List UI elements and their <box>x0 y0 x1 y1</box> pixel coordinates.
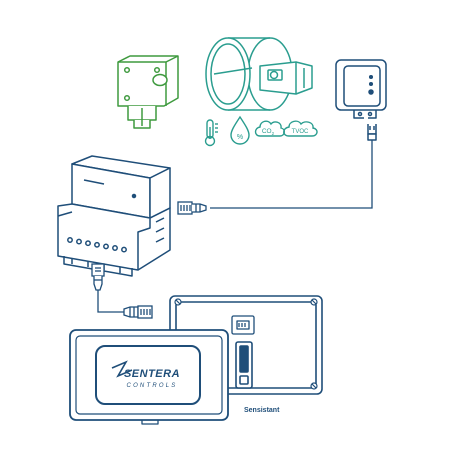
humidity-drop-icon: % <box>230 115 250 145</box>
brand-sub-text: CONTROLS <box>127 383 178 389</box>
cables <box>97 140 373 313</box>
rj45-connector-controller-right <box>177 201 207 215</box>
rj45-connector-controller-bottom <box>91 263 105 291</box>
sensistant-label: Sensistant <box>244 407 280 414</box>
tvoc-label: TVOC <box>292 129 309 135</box>
cable-controller-to-hmi <box>97 288 124 313</box>
tvoc-cloud-icon: TVOC <box>283 120 318 137</box>
din-rail-controller <box>57 155 171 277</box>
rj45-connector-hmi <box>123 305 153 319</box>
sentera-logo: SENTERA CONTROLS <box>111 360 180 389</box>
sentera-swoosh-icon <box>111 360 133 378</box>
room-sensor <box>335 59 387 141</box>
co2-cloud-icon: CO2 <box>254 120 285 137</box>
co2-label: CO2 <box>262 128 275 136</box>
brand-main-text: SENTERA <box>124 368 180 380</box>
hmi-front-display <box>69 329 229 425</box>
thermometer-icon <box>204 119 218 147</box>
rj45-socket-icon <box>231 315 255 335</box>
humidity-label: % <box>237 134 243 141</box>
sensor-icons: % CO2 TVOC <box>204 115 318 147</box>
cable-room-sensor-to-controller <box>210 140 373 209</box>
controller-terminals <box>67 237 127 253</box>
duct-damper <box>205 37 313 111</box>
duct-sensor <box>117 55 179 129</box>
